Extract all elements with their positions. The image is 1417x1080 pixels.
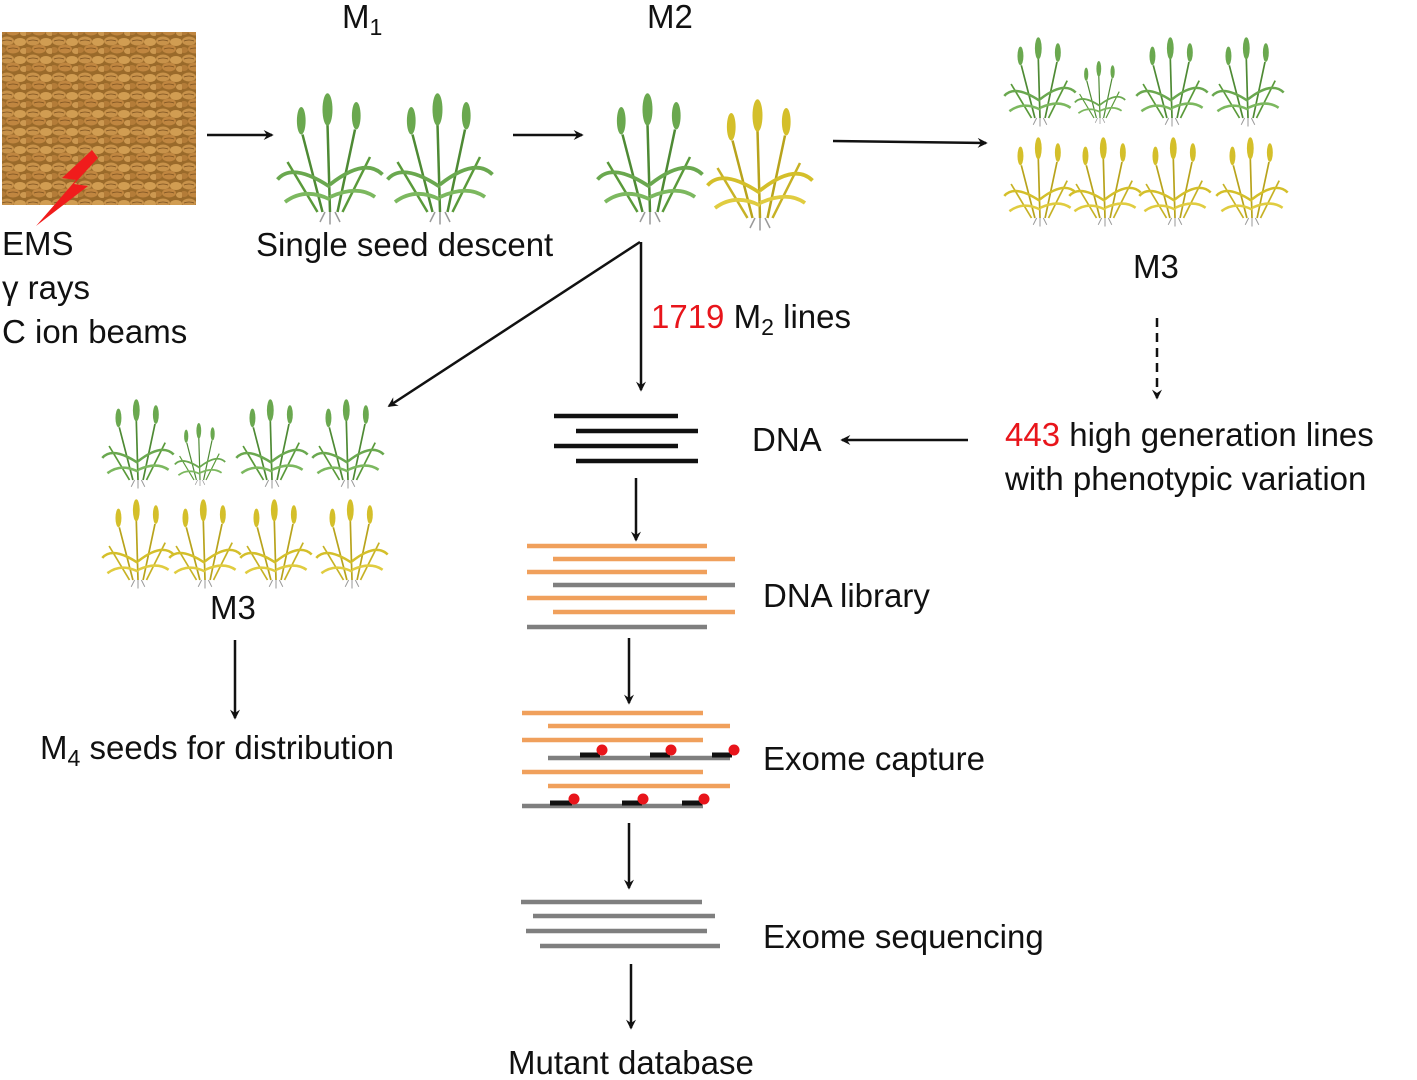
arrow-m2-to-m3-left — [387, 240, 641, 408]
lightning-bolt-icon — [36, 150, 98, 226]
phenotypic-variation-label: with phenotypic variation — [1005, 460, 1367, 497]
generation-m1-label: M1 — [342, 0, 382, 38]
mutant-database-label: Mutant database — [508, 1044, 754, 1080]
high-generation-lines-label: 443 high generation lines — [1005, 416, 1374, 454]
m3-left-plants — [101, 397, 389, 590]
mutagen-gamma-rays: γ rays — [2, 269, 91, 306]
m2-lines-sub: 2 — [761, 313, 774, 340]
m2-sub: 2 — [674, 0, 693, 35]
high-gen-count: 443 — [1005, 416, 1061, 453]
m2-lines-count: 1719 — [651, 298, 725, 335]
m2-lines-base: M — [733, 298, 762, 335]
flow-arrows — [207, 130, 1162, 1030]
dna-label: DNA — [752, 421, 822, 458]
exome-sequencing-label: Exome sequencing — [763, 918, 1044, 955]
arrow-m2-to-m3-right — [832, 137, 988, 148]
m3-left-base: M — [210, 589, 238, 626]
exome-sequencing-reads-icon — [521, 899, 720, 949]
generation-m3-left-label: M3 — [210, 589, 256, 627]
m4-suffix: seeds for distribution — [80, 729, 395, 766]
m3-right-base: M — [1133, 248, 1161, 285]
exome-capture-icon — [522, 710, 740, 809]
m4-base: M — [40, 729, 68, 766]
m2-lines-suffix: lines — [773, 298, 851, 335]
wheat-seeds-image — [2, 32, 196, 205]
m1-sub: 1 — [369, 13, 383, 40]
m4-seeds-label: M4 seeds for distribution — [40, 729, 395, 769]
generation-m3-right-label: M3 — [1133, 248, 1179, 286]
m4-sub: 4 — [67, 744, 81, 771]
mutagen-ems: EMS — [2, 225, 74, 262]
mutagen-c-ion-beams: C ion beams — [2, 313, 188, 350]
dna-strands-icon — [554, 413, 698, 464]
generation-m2-label: M2 — [647, 0, 693, 36]
m1-base: M — [342, 0, 370, 35]
m3-right-sub: 3 — [1160, 248, 1179, 285]
m3-right-plants — [1003, 35, 1289, 228]
dna-library-reads-icon — [527, 543, 735, 630]
single-seed-descent-label: Single seed descent — [256, 226, 554, 263]
m1-plants — [275, 91, 495, 227]
m3-left-sub: 3 — [237, 589, 256, 626]
m2-base: M — [647, 0, 675, 35]
high-gen-line1: high generation lines — [1060, 416, 1374, 453]
exome-capture-label: Exome capture — [763, 740, 985, 777]
m2-lines-label: 1719 M2 lines — [651, 298, 851, 338]
dna-library-label: DNA library — [763, 577, 930, 614]
m2-plants — [595, 91, 815, 233]
